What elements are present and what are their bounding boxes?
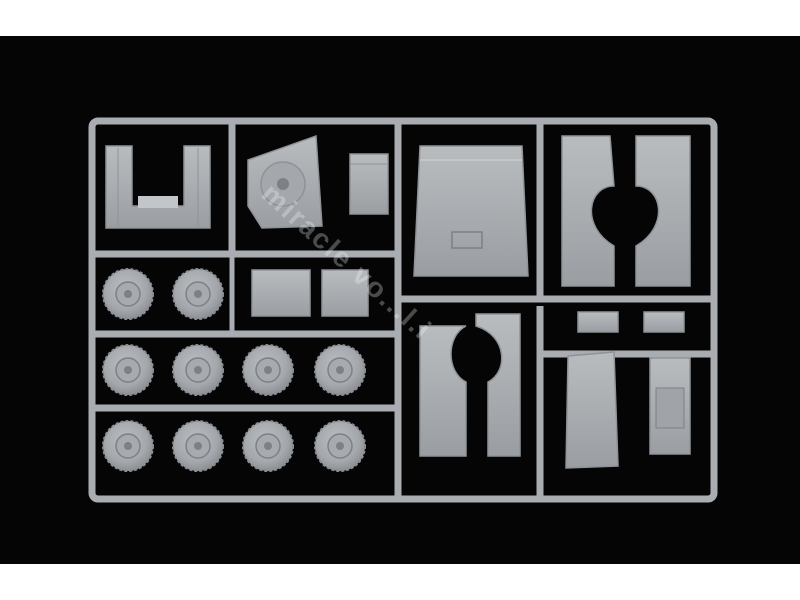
wheel-part [242,420,294,472]
watermark-text: miracle vo...l.i [256,177,438,345]
wheel-part [172,344,224,396]
wheel-carrier-plate-part [247,134,323,229]
door-panel-part [251,269,369,317]
wheel-part [102,420,154,472]
hood-panel-part [413,145,529,277]
side-panel-part [565,351,619,469]
wheel-part [172,268,224,320]
wheel-part [314,344,366,396]
wheel-part [314,420,366,472]
wheel-part [242,344,294,396]
fender-panel-left-part [561,135,615,287]
sprue-frame [88,117,718,503]
sprue-photo: miracle vo...l.i [0,36,800,564]
model-kit-sprue: miracle vo...l.i [88,117,718,503]
small-box-part [349,153,389,215]
small-brackets-part [577,311,685,333]
fender-panel-right-part [635,135,691,287]
seat-bracket-part [105,145,211,229]
grille-part [649,357,691,455]
wheel-part [102,268,154,320]
lower-fender-panels-part [419,313,521,457]
wheels-group [102,268,366,472]
wheel-part [172,420,224,472]
wheel-part [102,344,154,396]
